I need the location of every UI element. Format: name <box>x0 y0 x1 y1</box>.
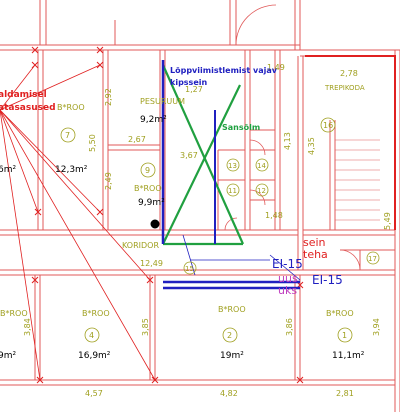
room-8-area: 6m² <box>0 165 16 175</box>
dim-1-48: 1,48 <box>265 211 283 220</box>
room-3-label: B*ROO <box>0 309 28 318</box>
room-5-area: 9m² <box>0 351 16 361</box>
laundry-area: 9,2m² <box>140 115 167 125</box>
fire-rating-bottom: EI-15 <box>312 273 343 287</box>
room-16-number: 16 <box>323 121 333 130</box>
dim-3-85: 3,85 <box>141 318 150 336</box>
room-2-number: 2 <box>227 331 232 340</box>
left-note-line-1: aldamisel <box>0 90 47 100</box>
dim-3-94: 3,94 <box>372 318 381 336</box>
dim-3-67: 3,67 <box>180 151 198 160</box>
dim-4-13: 4,13 <box>283 132 292 150</box>
stairs-label: TREPIKODA <box>324 84 365 92</box>
room-1-area: 11,1m² <box>332 351 365 361</box>
dim-2-49: 2,49 <box>104 172 113 190</box>
room-13-number: 13 <box>228 162 237 170</box>
room-9-label: B*ROO <box>134 184 162 193</box>
room-17-number: 17 <box>368 255 377 263</box>
room-7-area: 12,3m² <box>55 165 88 175</box>
stair-treads <box>335 139 380 221</box>
dim-2-92: 2,92 <box>104 88 113 106</box>
dimension-labels: 2,92 5,50 2,67 3,67 2,49 1,27 1,49 4,13 … <box>23 63 392 398</box>
dim-4-35: 4,35 <box>307 137 316 155</box>
new-wall-line-2: teha <box>303 248 328 261</box>
room-11-number: 11 <box>228 187 237 195</box>
room-9-number: 9 <box>145 166 150 175</box>
new-door-line-1: uus <box>278 272 298 285</box>
room-9-area: 9,9m² <box>138 198 165 208</box>
laundry-label: PESURUUM <box>140 97 185 106</box>
room-15-number: 15 <box>185 265 194 273</box>
room-4-area: 16,9m² <box>78 351 111 361</box>
dim-5-49: 5,49 <box>383 212 392 230</box>
fire-rating-top: EI-15 <box>272 257 303 271</box>
room-7-label: B*ROO <box>57 103 85 112</box>
corridor-dim: 12,49 <box>140 259 163 268</box>
dim-1-49: 1,49 <box>267 63 285 72</box>
sanitary-label: Sansõlm <box>222 123 260 132</box>
removed-wall-note: Lõppviimistlemist vajav <box>170 66 278 75</box>
red-annotation-lines <box>0 64 156 381</box>
dim-5-50: 5,50 <box>88 134 97 152</box>
room-2-area: 19m² <box>220 351 244 361</box>
left-note-line-2: atasasused <box>0 103 56 113</box>
room-12-number: 12 <box>257 187 266 195</box>
room-number-circles <box>60 117 380 343</box>
new-door-line-2: uks <box>278 284 297 297</box>
dim-4-57: 4,57 <box>85 389 103 398</box>
corridor-label: KORIDOR <box>122 241 159 250</box>
dim-2-67: 2,67 <box>128 135 146 144</box>
dim-4-82: 4,82 <box>220 389 238 398</box>
room-4-number: 4 <box>89 331 94 340</box>
room-14-number: 14 <box>257 162 266 170</box>
x-markers <box>31 46 304 384</box>
dim-2-81: 2,81 <box>336 389 354 398</box>
new-wall-line-1: sein <box>303 236 326 249</box>
stairs-dim: 2,78 <box>340 69 358 78</box>
dim-3-86: 3,86 <box>285 318 294 336</box>
room-1-number: 1 <box>342 331 347 340</box>
green-cross <box>161 64 245 246</box>
removed-wall-note-2: kipssein <box>170 78 207 87</box>
door-marker-icon <box>150 219 160 229</box>
stair-outline <box>305 55 396 230</box>
room-7-number: 7 <box>65 131 70 140</box>
room-labels: B*ROO 7 12,3m² 6m² PESURUUM 9,2m² 9 B*RO… <box>0 69 377 361</box>
blue-lines <box>161 60 301 290</box>
room-4-label: B*ROO <box>82 309 110 318</box>
dim-1-27: 1,27 <box>185 85 203 94</box>
dim-3-84: 3,84 <box>23 318 32 336</box>
annotation-texts: aldamisel atasasused Lõppviimistlemist v… <box>0 66 343 297</box>
room-2-label: B*ROO <box>218 305 246 314</box>
door-swings <box>224 4 361 271</box>
room-1-label: B*ROO <box>326 309 354 318</box>
